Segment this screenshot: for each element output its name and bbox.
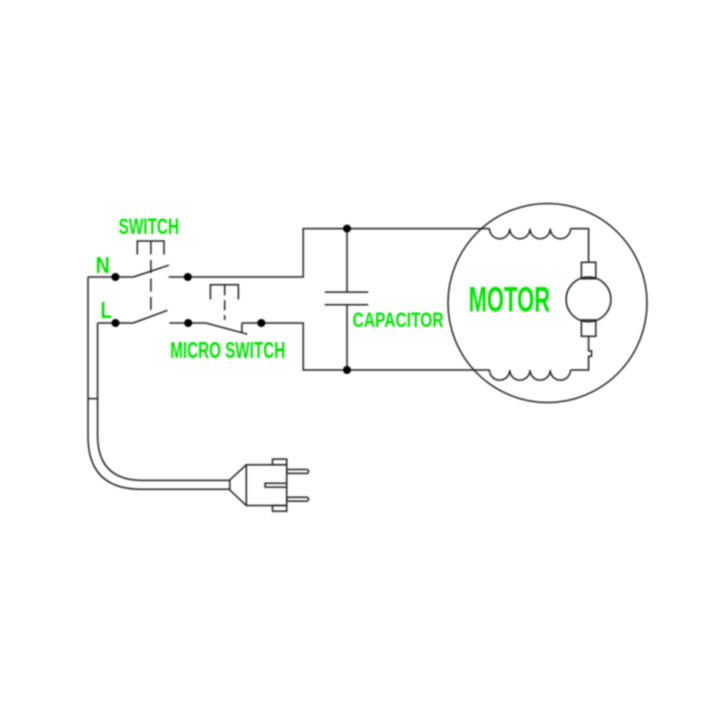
svg-text:MICRO SWITCH: MICRO SWITCH — [170, 337, 285, 363]
svg-text:N: N — [96, 252, 110, 278]
svg-text:SWITCH: SWITCH — [119, 214, 180, 239]
svg-text:CAPACITOR: CAPACITOR — [353, 309, 444, 332]
svg-text:L: L — [101, 297, 112, 323]
svg-text:MOTOR: MOTOR — [469, 280, 550, 320]
